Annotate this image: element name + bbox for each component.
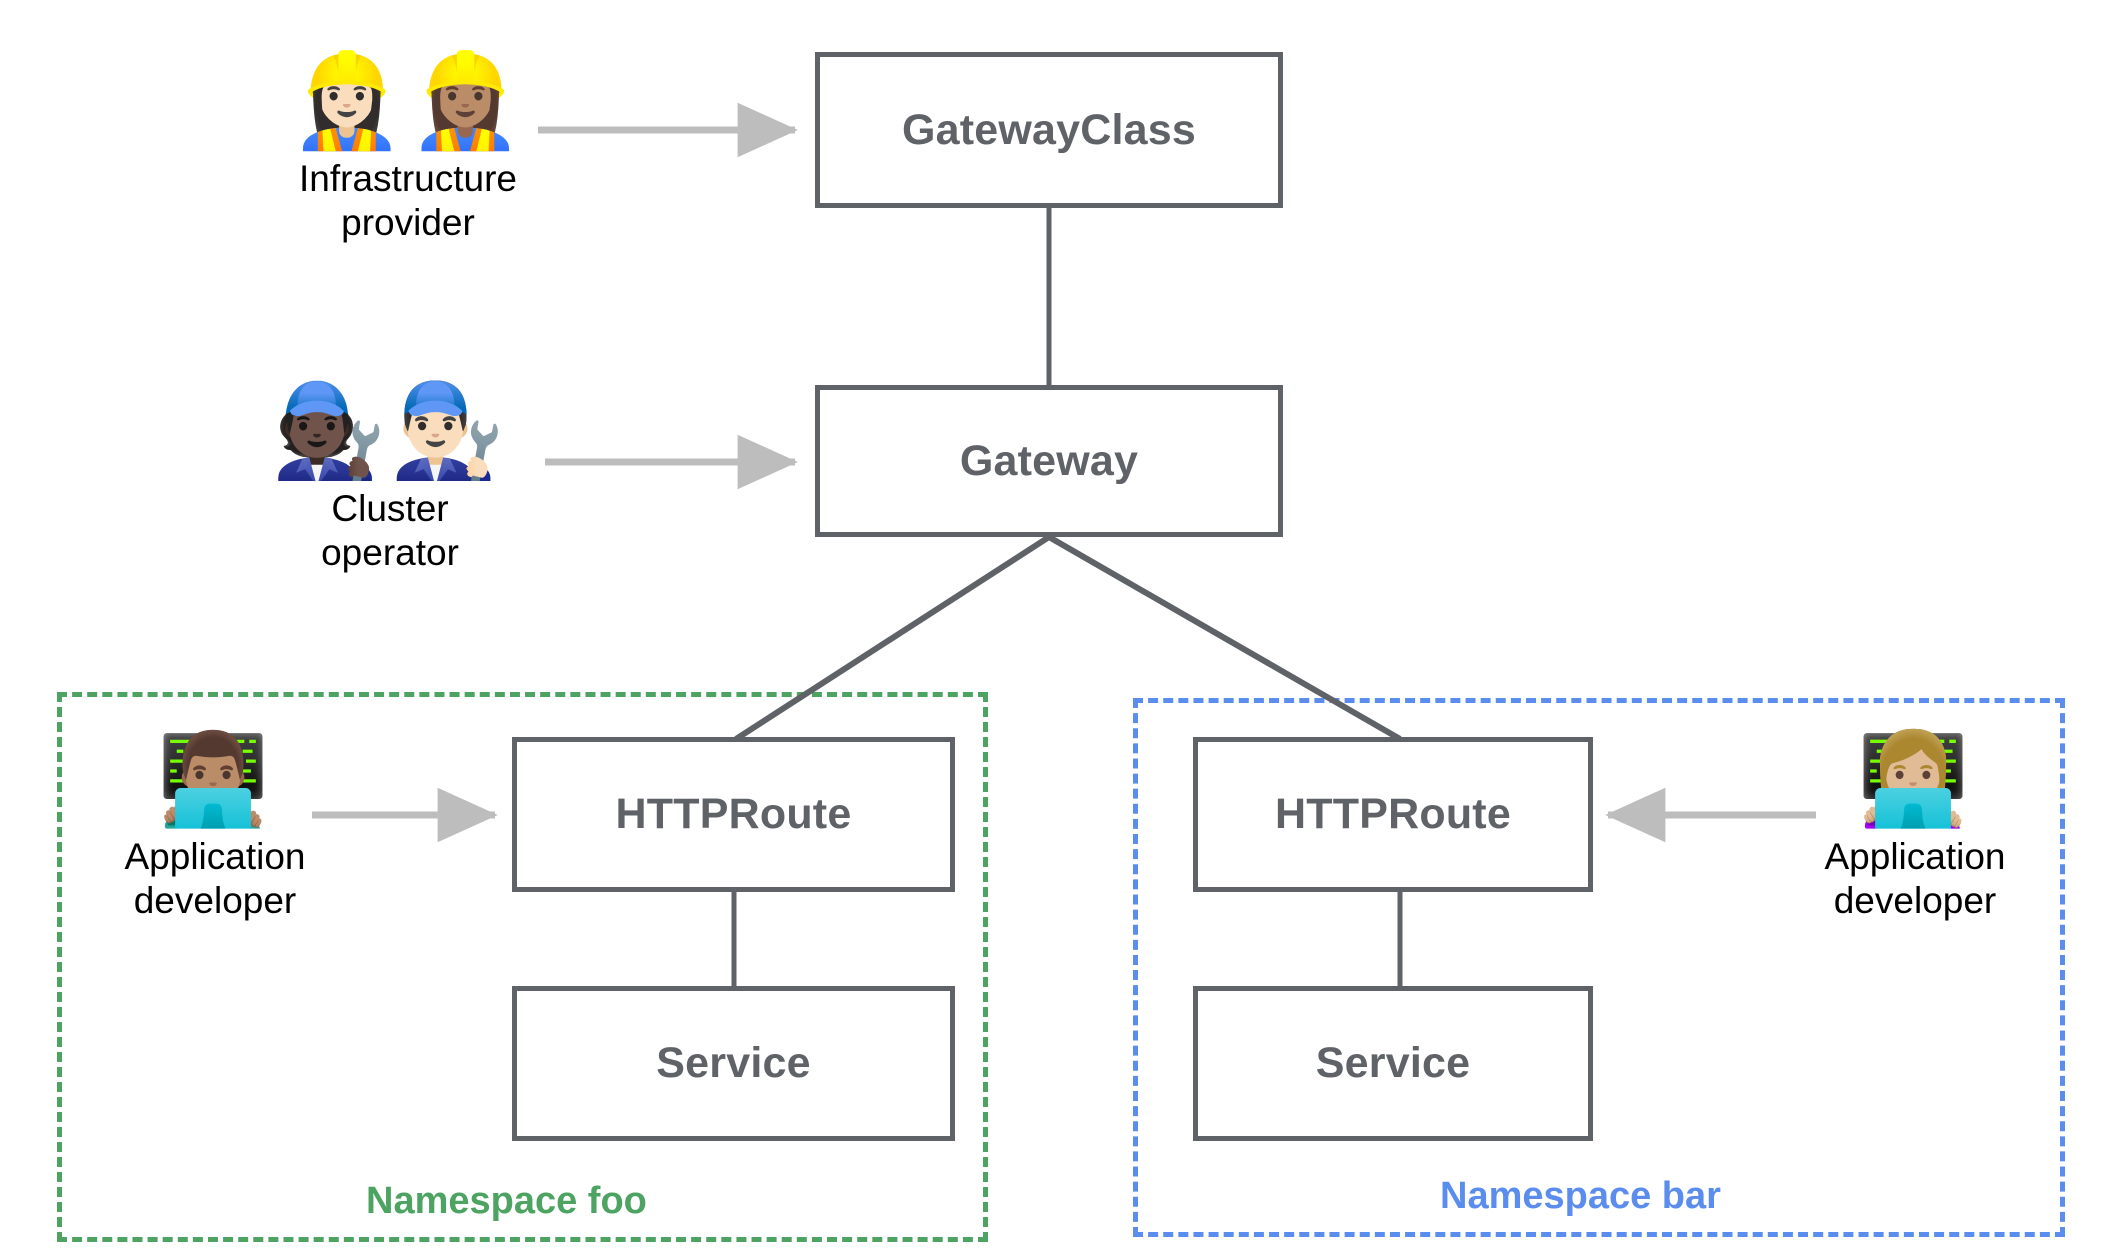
namespace-bar-frame (1133, 698, 2065, 1237)
node-service-bar-label: Service (1315, 1039, 1471, 1087)
node-gatewayclass[interactable]: GatewayClass (815, 52, 1283, 208)
persona-application-developer-bar-label: Application developer (1824, 836, 2006, 921)
node-service-foo-label: Service (656, 1039, 811, 1087)
node-httproute-bar-label: HTTPRoute (1275, 790, 1511, 838)
node-httproute-bar[interactable]: HTTPRoute (1193, 737, 1593, 892)
namespace-foo-label: Namespace foo (366, 1180, 647, 1222)
node-service-bar[interactable]: Service (1193, 986, 1593, 1141)
namespace-bar-label: Namespace bar (1440, 1175, 1721, 1217)
construction-worker-icon: 👷🏻‍♀️👷🏽‍♀️ (289, 50, 527, 152)
persona-infrastructure-provider: 👷🏻‍♀️👷🏽‍♀️ Infrastructure provider (258, 55, 558, 244)
persona-infrastructure-provider-label: Infrastructure provider (299, 158, 517, 243)
node-service-foo[interactable]: Service (512, 986, 955, 1141)
persona-cluster-operator-label: Cluster operator (321, 488, 459, 573)
persona-application-developer-bar: 👩🏼‍💻 Application developer (1770, 735, 2060, 922)
node-httproute-foo-label: HTTPRoute (615, 790, 852, 838)
namespace-foo-frame (57, 692, 988, 1242)
node-gateway[interactable]: Gateway (815, 385, 1283, 537)
technologist-icon: 👨🏽‍💻 (156, 730, 274, 830)
persona-application-developer-foo: 👨🏽‍💻 Application developer (70, 735, 360, 922)
mechanic-icon: 🧑🏿‍🔧👨🏻‍🔧 (271, 380, 509, 482)
node-gatewayclass-label: GatewayClass (901, 105, 1196, 154)
technologist-icon: 👩🏼‍💻 (1856, 730, 1974, 830)
persona-cluster-operator: 🧑🏿‍🔧👨🏻‍🔧 Cluster operator (240, 385, 540, 574)
node-httproute-foo[interactable]: HTTPRoute (512, 737, 955, 892)
persona-application-developer-foo-label: Application developer (124, 836, 306, 921)
node-gateway-label: Gateway (959, 436, 1139, 485)
